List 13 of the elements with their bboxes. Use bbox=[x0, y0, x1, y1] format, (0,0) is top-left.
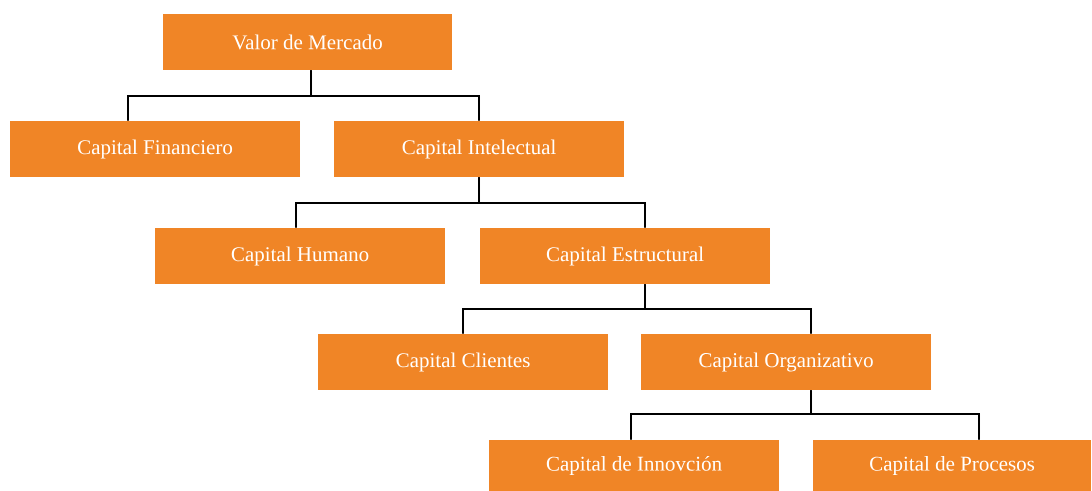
process-box: Capital de Procesos bbox=[813, 440, 1091, 491]
process-box: Valor de Mercado bbox=[163, 14, 452, 70]
connector-line bbox=[644, 283, 812, 335]
connector-line bbox=[310, 69, 480, 122]
process-box: Capital Organizativo bbox=[641, 334, 931, 390]
process-box: Capital Estructural bbox=[480, 228, 770, 284]
process-box: Capital de Innovción bbox=[489, 440, 779, 491]
connector-line bbox=[810, 389, 980, 441]
connector-line bbox=[478, 176, 646, 229]
process-box: Capital Clientes bbox=[318, 334, 608, 390]
process-box: Capital Humano bbox=[155, 228, 445, 284]
process-box: Capital Financiero bbox=[10, 121, 300, 177]
process-box: Capital Intelectual bbox=[334, 121, 624, 177]
